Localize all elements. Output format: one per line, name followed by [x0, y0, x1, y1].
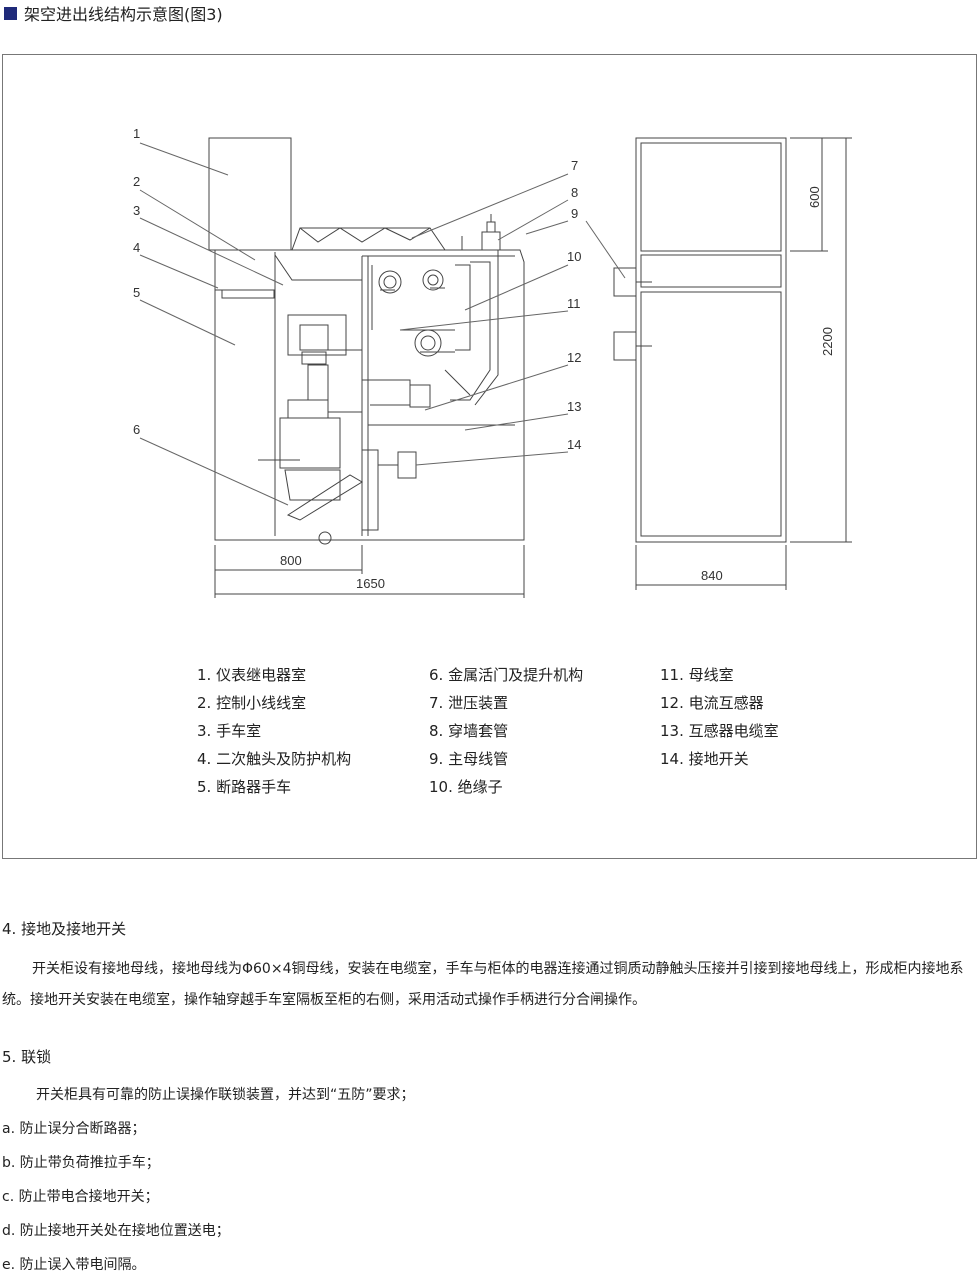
dim-label-1650: 1650 [356, 576, 385, 591]
page-title: 架空进出线结构示意图(图3) [24, 5, 223, 24]
switchgear-diagram: 1 2 3 4 5 6 7 8 9 10 11 12 13 14 800 165… [133, 126, 852, 598]
callout-6: 6 [133, 422, 140, 437]
legend-item: 4. 二次触头及防护机构 [197, 750, 352, 768]
section-5-intro: 开关柜具有可靠的防止误操作联锁装置，并达到“五防”要求； [2, 1080, 977, 1111]
callout-5: 5 [133, 285, 140, 300]
secondary-contact [221, 289, 275, 299]
legend-item: 11. 母线室 [660, 666, 734, 684]
diagram-frame [2, 54, 977, 859]
legend-item: 7. 泄压装置 [429, 694, 509, 712]
cabinet-body [214, 249, 525, 541]
legend-item: 3. 手车室 [197, 722, 262, 740]
earthing-switch [397, 451, 417, 479]
legend-item: 10. 绝缘子 [429, 778, 503, 796]
list-item: a. 防止误分合断路器； [2, 1121, 146, 1137]
leader-lines [139, 142, 626, 506]
current-transformer [409, 384, 431, 408]
legend-item: 13. 互感器电缆室 [660, 722, 779, 740]
callout-2: 2 [133, 174, 140, 189]
legend-item: 8. 穿墙套管 [429, 722, 509, 740]
dim-label-800: 800 [280, 553, 302, 568]
callout-13: 13 [567, 399, 581, 414]
list-item: e. 防止误入带电间隔。 [2, 1257, 146, 1273]
dim-label-2200: 2200 [820, 327, 835, 356]
callout-8: 8 [571, 185, 578, 200]
legend-item: 12. 电流互感器 [660, 694, 764, 712]
shutter [286, 474, 363, 521]
side-view-cabinet [635, 137, 787, 543]
callout-11: 11 [567, 296, 581, 311]
side-bushing-lower [613, 331, 637, 361]
section-5-title: 5. 联锁 [2, 1048, 52, 1066]
callout-4: 4 [133, 240, 140, 255]
list-item: b. 防止带负荷推拉手车； [2, 1155, 160, 1171]
breaker-truck-top [287, 314, 347, 356]
legend-column-1: 1. 仪表继电器室 2. 控制小线线室 3. 手车室 4. 二次触头及防护机构 … [197, 661, 351, 801]
side-bushing-upper [613, 267, 637, 297]
section-4-text: 开关柜设有接地母线，接地母线为Φ60×4铜母线，安装在电缆室，手车与柜体的电器连… [2, 961, 964, 1008]
callout-3: 3 [133, 203, 140, 218]
section-4-title: 4. 接地及接地开关 [2, 920, 127, 938]
legend-column-3: 11. 母线室 12. 电流互感器 13. 互感器电缆室 14. 接地开关 [660, 661, 779, 773]
callout-12: 12 [567, 350, 581, 365]
header-square-icon [4, 6, 17, 20]
dim-label-600: 600 [807, 186, 822, 208]
callout-7: 7 [571, 158, 578, 173]
legend-item: 2. 控制小线线室 [197, 694, 307, 712]
page-header: 架空进出线结构示意图(图3) [4, 2, 223, 24]
list-item: d. 防止接地开关处在接地位置送电； [2, 1223, 230, 1239]
legend-item: 5. 断路器手车 [197, 778, 292, 796]
callout-10: 10 [567, 249, 581, 264]
insulator-2 [422, 269, 444, 291]
dim-label-840: 840 [701, 568, 723, 583]
legend-item: 1. 仪表继电器室 [197, 666, 307, 684]
legend-item: 14. 接地开关 [660, 750, 749, 768]
legend-item: 6. 金属活门及提升机构 [429, 666, 584, 684]
insulator-1 [378, 270, 402, 294]
callout-14: 14 [567, 437, 581, 452]
interlock-list: a. 防止误分合断路器； b. 防止带负荷推拉手车； c. 防止带电合接地开关；… [2, 1112, 230, 1282]
relief-roof [291, 227, 446, 251]
instrument-box [208, 137, 292, 251]
callout-1: 1 [133, 126, 140, 141]
bushing [481, 231, 501, 251]
section-5-intro-text: 开关柜具有可靠的防止误操作联锁装置，并达到“五防”要求； [36, 1087, 415, 1103]
legend-column-2: 6. 金属活门及提升机构 7. 泄压装置 8. 穿墙套管 9. 主母线管 10.… [429, 661, 583, 801]
list-item: c. 防止带电合接地开关； [2, 1189, 159, 1205]
legend-item: 9. 主母线管 [429, 750, 509, 768]
section-4-paragraph: 开关柜设有接地母线，接地母线为Φ60×4铜母线，安装在电缆室，手车与柜体的电器连… [2, 954, 977, 1016]
callout-9: 9 [571, 206, 578, 221]
